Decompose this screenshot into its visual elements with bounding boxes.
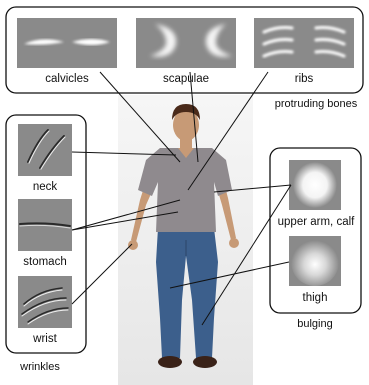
upper-arm-calf-label: upper arm, calf [278,216,356,228]
calvicles-label: calvicles [45,73,89,85]
left-hand [128,240,138,250]
protruding-bones-title: protruding bones [275,98,358,110]
wrinkles-title: wrinkles [19,361,60,373]
scapulae-label: scapulae [163,73,209,85]
right-hand [229,238,239,248]
upper-arm-calf-icon [293,162,337,208]
thigh-label: thigh [303,292,328,304]
neck-label: neck [33,181,58,193]
thigh-icon [291,238,339,286]
wrist-label: wrist [32,333,57,345]
right-shoe [193,356,217,368]
ribs-label: ribs [295,73,314,85]
stomach-label: stomach [23,256,66,268]
bulging-title: bulging [297,318,332,330]
left-shoe [158,356,182,368]
